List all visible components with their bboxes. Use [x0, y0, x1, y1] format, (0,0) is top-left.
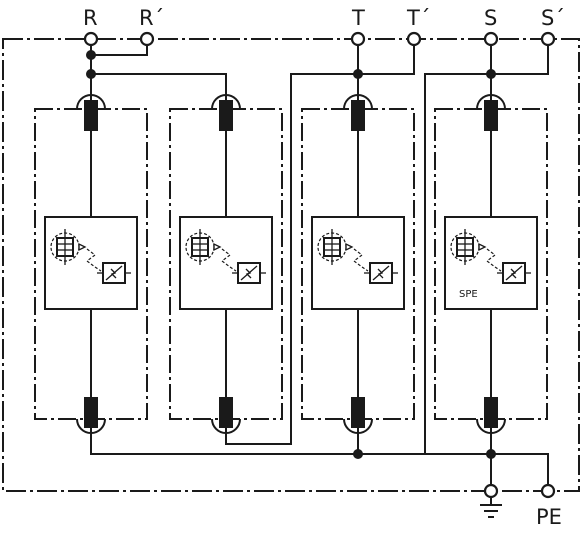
terminal-label-r: R	[83, 6, 98, 30]
terminal-s	[483, 31, 499, 47]
lightning-icon	[510, 268, 517, 279]
terminal-r	[83, 31, 99, 47]
linkage-icon	[221, 248, 237, 272]
module-label: SPE	[459, 289, 478, 300]
contact-arc-top	[211, 94, 241, 110]
junction-node	[353, 69, 363, 79]
junction-node	[486, 449, 496, 459]
thermal-arrow-icon	[345, 242, 354, 252]
fuse-top	[219, 100, 233, 131]
terminal-s-prime	[540, 31, 556, 47]
surge-module	[169, 94, 283, 434]
linkage-icon	[486, 248, 502, 272]
terminal-label-s-prime: S´	[541, 6, 565, 30]
terminal-label-r-prime: R´	[139, 6, 164, 30]
junction-node	[486, 69, 496, 79]
contact-arc-bottom	[211, 418, 241, 434]
contact-arc-bottom	[343, 418, 373, 434]
fuse-bottom	[484, 397, 498, 428]
enclosure-outline	[2, 38, 580, 492]
terminal-label-t-prime: T´	[406, 6, 430, 30]
terminal-r-prime	[139, 31, 155, 47]
surge-module	[301, 94, 415, 434]
fuse-top	[484, 100, 498, 131]
lightning-icon	[245, 268, 252, 279]
contact-arc-bottom	[76, 418, 106, 434]
terminals	[83, 31, 556, 499]
lightning-icon	[110, 268, 117, 279]
terminal-ground	[483, 483, 499, 499]
surge-module	[34, 94, 148, 434]
fuse-top	[84, 100, 98, 131]
surge-module: SPE	[434, 94, 548, 434]
fuse-bottom	[351, 397, 365, 428]
terminal-label-t: T	[351, 6, 365, 30]
module-group: SPE	[34, 94, 548, 434]
terminal-label-s: S	[484, 6, 497, 30]
lightning-icon	[377, 268, 384, 279]
terminal-t-prime	[406, 31, 422, 47]
contact-arc-bottom	[476, 418, 506, 434]
thermal-arrow-icon	[213, 242, 222, 252]
linkage-icon	[353, 248, 369, 272]
junction-node	[353, 449, 363, 459]
protection-block	[444, 216, 538, 310]
contact-arc-top	[76, 94, 106, 110]
terminal-pe	[540, 483, 556, 499]
fuse-bottom	[84, 397, 98, 428]
fuse-top	[351, 100, 365, 131]
linkage-icon	[86, 248, 102, 272]
thermal-arrow-icon	[78, 242, 87, 252]
fuse-bottom	[219, 397, 233, 428]
contact-arc-top	[343, 94, 373, 110]
terminal-t	[350, 31, 366, 47]
thermal-arrow-icon	[478, 242, 487, 252]
terminal-label-pe: PE	[536, 505, 562, 529]
junction-node	[86, 50, 96, 60]
earth-ground-icon	[480, 504, 502, 518]
junction-node	[86, 69, 96, 79]
junction-nodes	[86, 50, 496, 459]
contact-arc-top	[476, 94, 506, 110]
